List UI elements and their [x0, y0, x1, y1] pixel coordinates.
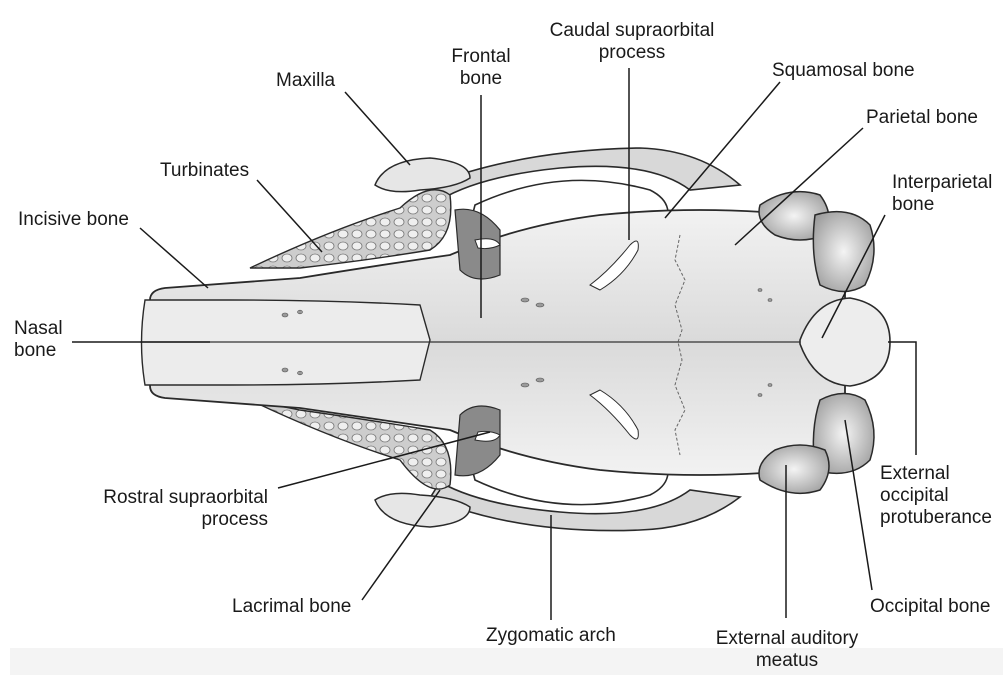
label-external-occipital-protuberance: External occipital protuberance — [880, 463, 992, 529]
label-occipital-bone: Occipital bone — [870, 596, 990, 618]
turbinates-upper-shape — [250, 190, 451, 268]
leader-squamosal — [665, 82, 780, 218]
occipital-lobe-2 — [813, 212, 874, 292]
label-rostral-line1: Rostral supraorbital — [58, 487, 268, 509]
label-eop-line3: protuberance — [880, 507, 992, 529]
label-maxilla: Maxilla — [276, 70, 335, 92]
label-turbinates: Turbinates — [160, 160, 249, 182]
label-interparietal-line1: Interparietal — [892, 172, 992, 194]
label-interparietal-bone: Interparietal bone — [892, 172, 992, 216]
label-rostral-line2: process — [58, 509, 268, 531]
label-caudal-supraorbital-process: Caudal supraorbital process — [537, 20, 727, 64]
label-eop-line1: External — [880, 463, 992, 485]
label-eop-line2: occipital — [880, 485, 992, 507]
label-squamosal-bone: Squamosal bone — [772, 60, 915, 82]
label-caudal-line2: process — [537, 42, 727, 64]
label-eam-line1: External auditory — [692, 628, 882, 650]
leader-external-occipital — [888, 342, 916, 455]
label-nasal-line1: Nasal — [14, 318, 63, 340]
label-incisive-bone: Incisive bone — [18, 209, 129, 231]
label-nasal-bone: Nasal bone — [14, 318, 63, 362]
label-frontal-bone-line1: Frontal — [436, 46, 526, 68]
label-rostral-supraorbital-process: Rostral supraorbital process — [58, 487, 268, 531]
label-parietal-bone: Parietal bone — [866, 107, 978, 129]
label-interparietal-line2: bone — [892, 194, 992, 216]
leader-turbinates — [257, 180, 322, 252]
leader-maxilla — [345, 92, 410, 165]
label-lacrimal-bone: Lacrimal bone — [232, 596, 351, 618]
label-external-auditory-meatus: External auditory meatus — [692, 628, 882, 672]
label-eam-line2: meatus — [692, 650, 882, 672]
label-frontal-bone-line2: bone — [436, 68, 526, 90]
label-zygomatic-arch: Zygomatic arch — [486, 625, 616, 647]
label-caudal-line1: Caudal supraorbital — [537, 20, 727, 42]
leader-incisive — [140, 228, 208, 288]
label-frontal-bone: Frontal bone — [436, 46, 526, 90]
label-nasal-line2: bone — [14, 340, 63, 362]
